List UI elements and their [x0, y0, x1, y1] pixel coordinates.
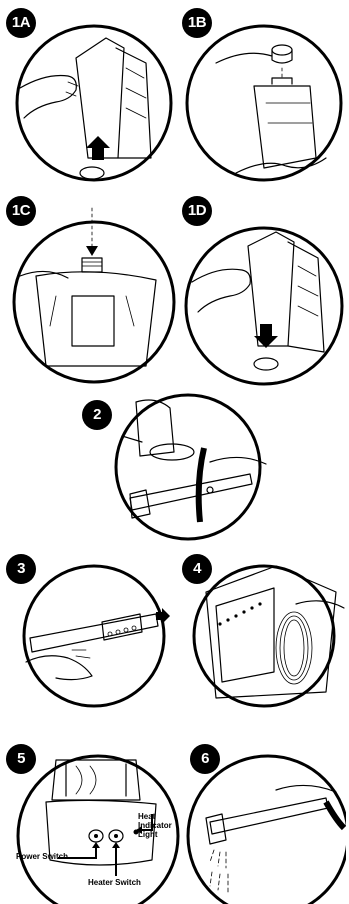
heat-indicator-line-3: Light	[138, 830, 172, 839]
heat-indicator-line-1: Heat	[138, 812, 172, 821]
heater-switch-label: Heater Switch	[88, 878, 141, 887]
step-badge-1b: 1B	[182, 8, 212, 38]
heat-indicator-light-label: Heat Indicator Light	[138, 812, 172, 839]
step-1c-illustration	[6, 196, 176, 396]
step-badge-1a: 1A	[6, 8, 36, 38]
step-badge-1c: 1C	[6, 196, 36, 226]
step-badge-2: 2	[82, 400, 112, 430]
step-badge-5: 5	[6, 744, 36, 774]
step-2-illustration	[100, 392, 275, 542]
heat-indicator-line-2: Indicator	[138, 821, 172, 830]
step-1d-illustration	[176, 196, 346, 396]
step-badge-6: 6	[190, 744, 220, 774]
power-switch-label: Power Switch	[16, 852, 68, 861]
step-badge-1d: 1D	[182, 196, 212, 226]
step-badge-4: 4	[182, 554, 212, 584]
step-1a-illustration	[6, 8, 176, 183]
step-badge-3: 3	[6, 554, 36, 584]
